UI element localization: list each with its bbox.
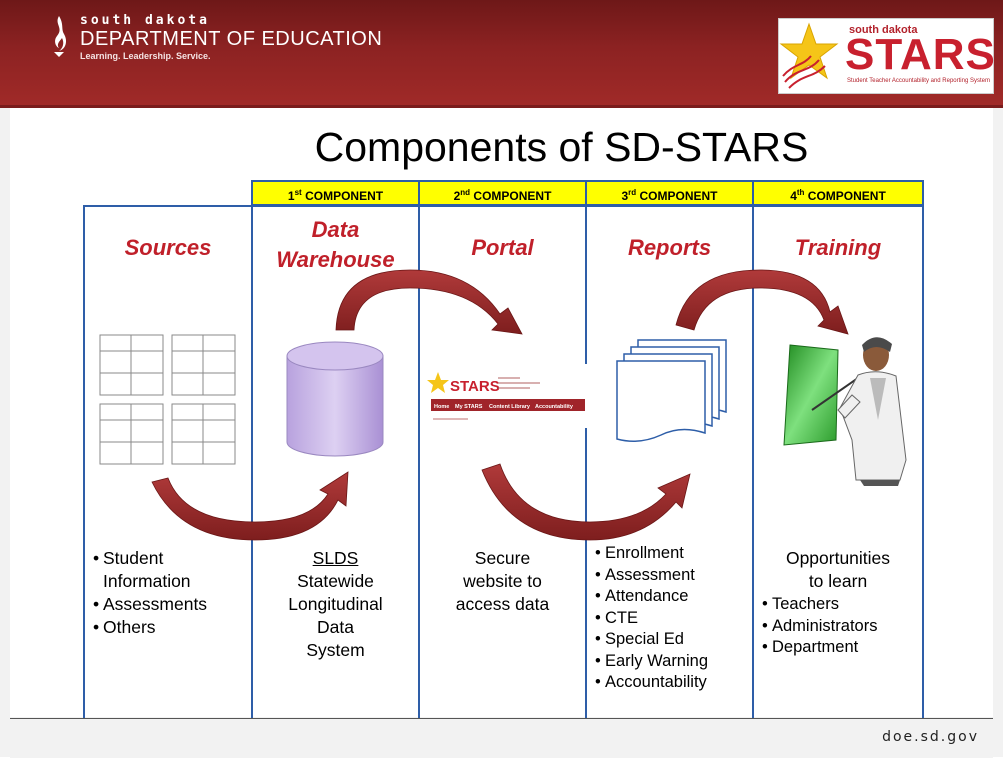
- list-item: Others: [91, 616, 251, 639]
- warehouse-text-line: Statewide: [297, 571, 374, 591]
- badge-label: COMPONENT: [639, 189, 718, 203]
- badge-number: 1: [287, 189, 295, 203]
- sources-list: Student Information Assessments Others: [91, 547, 251, 639]
- list-item: Student Information: [91, 547, 251, 593]
- documents-icon: [616, 339, 727, 442]
- flow-arrows: [151, 269, 849, 541]
- warehouse-text-line: Data: [317, 617, 354, 637]
- table-icon: [171, 403, 236, 465]
- training-list: Teachers Administrators Department: [760, 594, 877, 659]
- badge-suffix: nd: [460, 188, 471, 197]
- footer-url: doe.sd.gov: [882, 729, 979, 745]
- warehouse-description: SLDS Statewide Longitudinal Data System: [253, 547, 418, 662]
- badge-label: COMPONENT: [305, 189, 384, 203]
- badge-suffix: th: [796, 188, 805, 197]
- stars-title: STARS: [845, 30, 996, 79]
- badge-label: COMPONENT: [807, 189, 886, 203]
- portal-description: Secure website to access data: [420, 547, 585, 616]
- heading-sources: Sources: [124, 235, 212, 260]
- heading-reports: Reports: [627, 235, 712, 260]
- badge-number: 3: [621, 189, 629, 203]
- badge-suffix: st: [294, 188, 302, 197]
- list-item: Department: [760, 637, 877, 659]
- reports-list: Enrollment Assessment Attendance CTE Spe…: [593, 543, 708, 694]
- list-item: Enrollment: [593, 543, 708, 565]
- database-icon: [286, 341, 384, 457]
- portal-text-line: access data: [455, 594, 550, 614]
- training-intro: Opportunities to learn: [754, 547, 922, 593]
- list-item: Special Ed: [593, 629, 708, 651]
- star-icon: [779, 22, 839, 89]
- logo-state-text: south dakota: [80, 13, 210, 28]
- list-item: Teachers: [760, 594, 877, 616]
- table-icon: [99, 403, 164, 465]
- training-text-line: Opportunities: [785, 548, 891, 568]
- sd-doe-logo: south dakota DEPARTMENT OF EDUCATION Lea…: [48, 14, 382, 62]
- portal-mini-nav-home: Home: [434, 404, 449, 410]
- logo-tagline: Learning. Leadership. Service.: [80, 51, 211, 61]
- list-item: Assessments: [91, 593, 251, 616]
- list-item: Accountability: [593, 672, 708, 694]
- list-item: CTE: [593, 608, 708, 630]
- arrow-portal-to-reports: [481, 463, 691, 541]
- portal-mini-nav-accountability: Accountability: [535, 404, 574, 410]
- arrow-reports-to-training: [675, 269, 849, 335]
- heading-data-warehouse-line1: Data: [311, 217, 360, 242]
- warehouse-text-line: System: [306, 640, 365, 660]
- footer: doe.sd.gov: [10, 718, 993, 758]
- warehouse-text-line: Longitudinal: [288, 594, 383, 614]
- stars-logo: south dakota STARS Student Teacher Accou…: [778, 18, 996, 94]
- stars-state-text: south dakota: [849, 24, 918, 36]
- heading-portal: Portal: [471, 235, 534, 260]
- portal-mini-nav-mystars: My STARS: [455, 404, 483, 410]
- badge-number: 4: [790, 189, 797, 203]
- table-icon: [99, 334, 164, 396]
- column-training: Training Opportunities to learn Teachers…: [752, 205, 924, 725]
- portal-text-line: Secure: [474, 548, 531, 568]
- arrow-warehouse-to-portal: [335, 269, 523, 335]
- arrow-sources-to-warehouse: [151, 471, 349, 541]
- portal-text-line: website to: [463, 571, 542, 591]
- table-icon: [171, 334, 236, 396]
- heading-data-warehouse-line2: Warehouse: [276, 247, 395, 272]
- slds-label: SLDS: [312, 548, 359, 568]
- logo-department-text: DEPARTMENT OF EDUCATION: [80, 28, 383, 50]
- portal-mini-nav-library: Content Library: [489, 404, 531, 410]
- list-item: Attendance: [593, 586, 708, 608]
- badge-label: COMPONENT: [473, 189, 552, 203]
- flame-icon: [54, 16, 67, 57]
- portal-mini-logo: STARS: [450, 378, 500, 395]
- heading-training: Training: [794, 235, 882, 260]
- badge-component-4: 4th COMPONENT: [752, 180, 924, 206]
- list-item: Assessment: [593, 565, 708, 587]
- list-item: Administrators: [760, 616, 877, 638]
- badge-suffix: rd: [628, 188, 637, 197]
- stars-subtitle: Student Teacher Accountability and Repor…: [847, 78, 990, 84]
- portal-screenshot: STARS Home My STARS Content Library Acco…: [424, 364, 588, 428]
- list-item: Early Warning: [593, 651, 708, 673]
- training-text-line: to learn: [808, 571, 868, 591]
- header-band: south dakota DEPARTMENT OF EDUCATION Lea…: [0, 0, 1003, 108]
- page-title: Components of SD-STARS: [314, 124, 809, 170]
- badge-number: 2: [453, 189, 461, 203]
- presenter-icon: [783, 337, 907, 486]
